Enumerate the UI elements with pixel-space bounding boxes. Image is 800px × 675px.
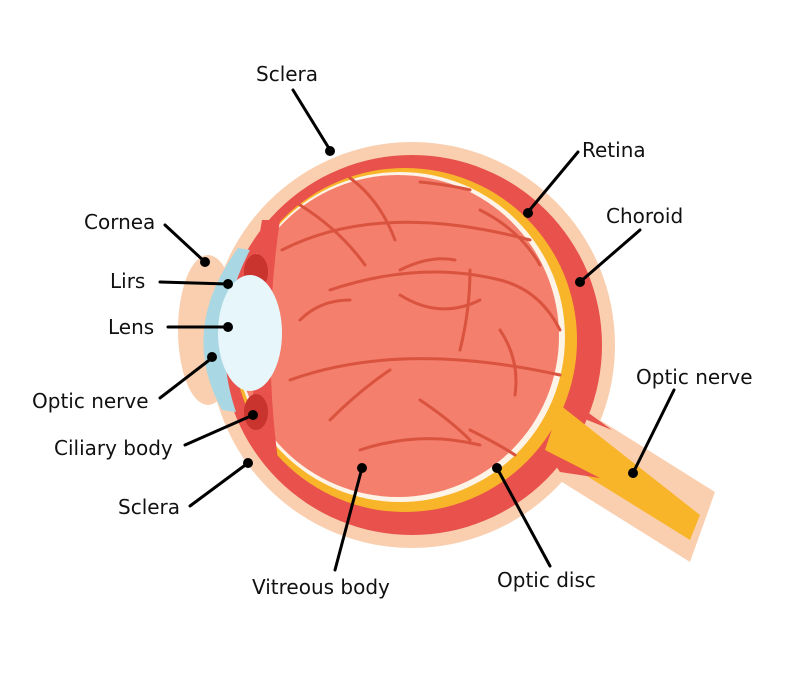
label-sclera-top: Sclera: [256, 62, 319, 86]
lens-shape: [218, 275, 282, 391]
label-cornea: Cornea: [84, 210, 156, 234]
label-lens: Lens: [108, 315, 155, 339]
vitreous-body-fill: [237, 175, 559, 497]
label-sclera-bottom: Sclera: [118, 495, 181, 519]
cornea-layer: [203, 248, 250, 412]
label-optic-nerve-right: Optic nerve: [636, 365, 753, 389]
leader-lines: [158, 88, 676, 572]
optic-nerve-edge-top: [568, 398, 612, 430]
label-lirs: Lirs: [110, 269, 146, 293]
label-optic-nerve-left: Optic nerve: [32, 389, 149, 413]
optic-nerve-core: [545, 405, 700, 540]
label-retina: Retina: [582, 138, 646, 162]
blood-vessels: [280, 176, 562, 457]
label-vitreous-body: Vitreous body: [252, 575, 390, 599]
label-choroid: Choroid: [606, 204, 684, 228]
label-ciliary-body: Ciliary body: [54, 436, 173, 460]
optic-nerve-edge-bottom: [545, 450, 600, 478]
leader-dots: [200, 146, 638, 478]
label-optic-disc: Optic disc: [497, 568, 596, 592]
